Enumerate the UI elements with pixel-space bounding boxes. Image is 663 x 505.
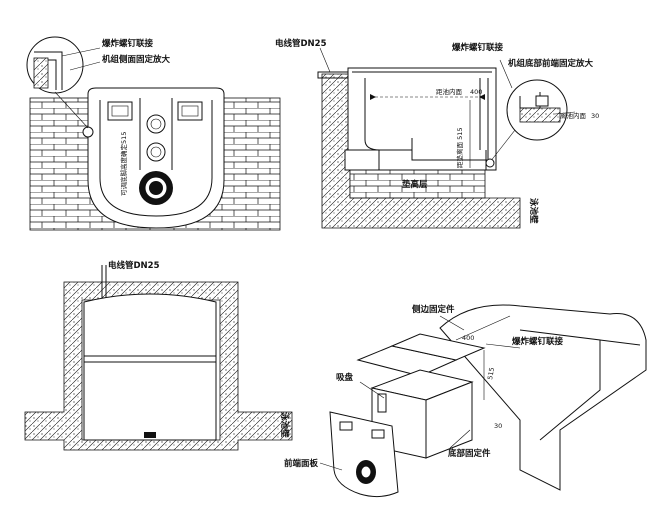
bl-pool-wall-label: 泳池壁 (279, 412, 290, 438)
iso-pool-wall (439, 304, 647, 491)
br-front-panel-label: 前端面板 (284, 458, 319, 469)
bl-pipe-label: 电线管DN25 (108, 260, 160, 271)
tr-pipe-label: 电线管DN25 (275, 38, 327, 49)
isometric-view: 400 515 30 侧边固定件 爆炸螺钉联接 吸盘 前端面板 底部固定件 (284, 304, 647, 498)
tr-height-label: 距垫离面 515 (455, 128, 464, 168)
side-bolt (82, 126, 94, 138)
br-side-fix-label: 侧边固定件 (411, 304, 455, 315)
tr-inner-right-value: 30 (591, 112, 599, 120)
br-dim-515: 515 (486, 367, 496, 381)
iso-lid-right (390, 333, 486, 361)
tl-vertical-label: 可调底脚高度确定515 (119, 132, 128, 196)
br-dim-30: 30 (494, 422, 502, 430)
tl-side-fix-label: 机组侧面固定放大 (102, 54, 171, 65)
iso-suction-cup (377, 393, 387, 413)
front-view-brick: 爆炸螺钉联接 机组侧面固定放大 可调底脚高度确定515 (26, 36, 281, 231)
tl-bolt-label: 爆炸螺钉联接 (102, 38, 154, 49)
upper-outlet (146, 114, 166, 134)
front-vent-left (107, 101, 133, 121)
tr-inner-dist-label: 距池内面 (436, 87, 463, 96)
unit-front-section (83, 293, 217, 441)
tr-inner-right-label: 离池内面 (560, 111, 587, 120)
tr-bottom-fix-label: 机组底部前端固定放大 (508, 58, 594, 69)
tr-pad-label: 垫高层 (402, 179, 428, 190)
front-vent-right (177, 101, 203, 121)
br-dim-400: 400 (462, 334, 474, 342)
tr-pool-wall-label: 泳池壁 (528, 198, 539, 224)
br-bottom-fix-label: 底部固定件 (448, 448, 491, 459)
middle-outlet (146, 142, 166, 162)
br-suction-label: 吸盘 (336, 372, 354, 383)
br-bolt-label: 爆炸螺钉联接 (512, 336, 564, 347)
front-section: 电线管DN25 泳池壁 (24, 260, 293, 451)
tr-inner-dist-value: 400 (470, 88, 482, 96)
side-section: 距池内面 400 距垫离面 515 电线管DN25 爆炸螺钉联接 机组底部前端固… (275, 38, 599, 229)
tr-bolt-label: 爆炸螺钉联接 (452, 42, 504, 53)
